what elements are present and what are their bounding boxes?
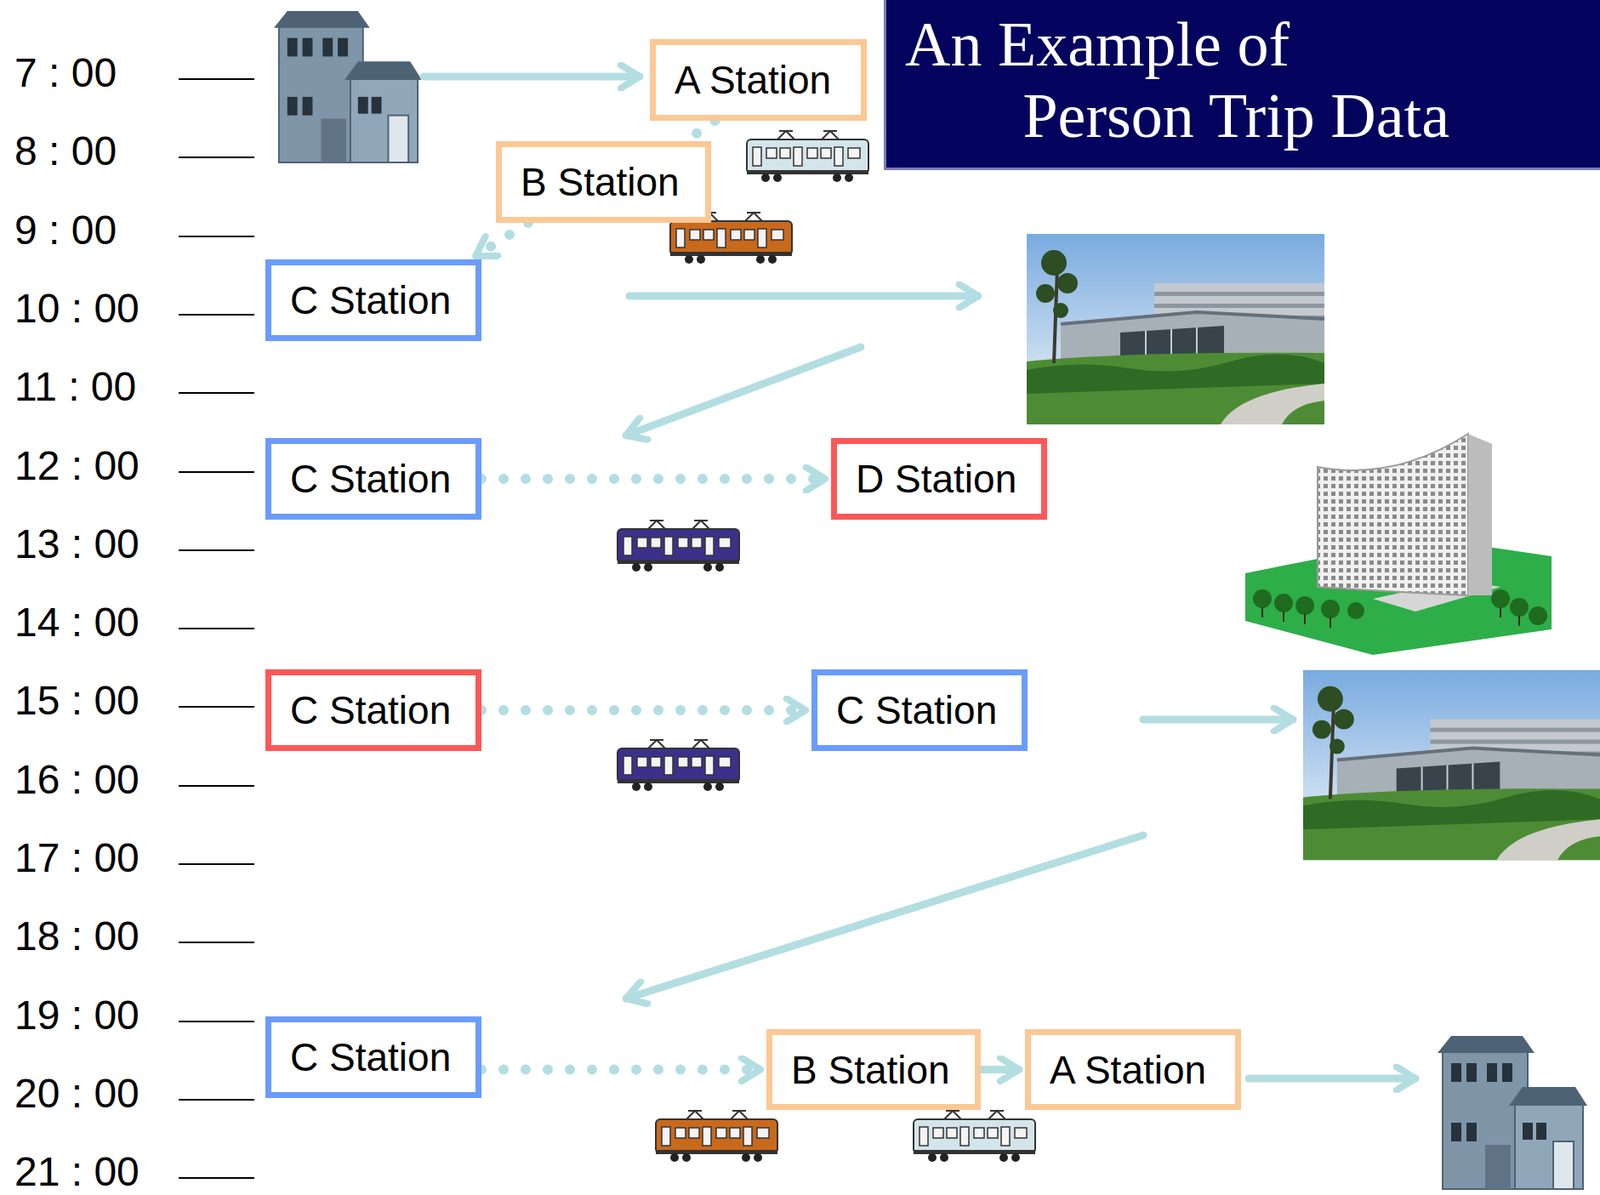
walk-trip-line (980, 1065, 1020, 1074)
station-name: A Station (1049, 1047, 1207, 1094)
rail-trip-line (475, 222, 529, 257)
time-label: 13 : 00 (14, 523, 140, 565)
station-name: B Station (791, 1047, 951, 1094)
office-photo (1303, 670, 1600, 860)
station-box: C Station (265, 438, 482, 520)
station-box: A Station (649, 39, 867, 121)
station-name: C Station (290, 687, 451, 734)
time-label: 11 : 00 (14, 366, 137, 408)
time-label: 19 : 00 (14, 995, 140, 1037)
station-name: C Station (290, 277, 451, 324)
rail-trip-line (481, 705, 806, 716)
time-label: 12 : 00 (14, 445, 140, 487)
trip-connector (980, 1069, 1020, 1071)
house-icon (273, 11, 422, 163)
time-label: 18 : 00 (14, 916, 140, 957)
train-icon (746, 130, 869, 183)
station-box: C Station (265, 1016, 482, 1099)
rail-trip-line (481, 1064, 761, 1076)
time-label: 16 : 00 (14, 759, 140, 801)
time-ticks (178, 79, 255, 1179)
rail-trip-line (685, 120, 716, 142)
train-icon (617, 520, 740, 572)
house-icon (1437, 1036, 1588, 1190)
station-box: B Station (766, 1029, 981, 1111)
train-icon (913, 1110, 1036, 1162)
time-label: 21 : 00 (14, 1151, 140, 1193)
walk-arrows (423, 76, 1416, 1079)
station-box: A Station (1024, 1029, 1242, 1111)
title-text: An Example of Person Trip Data (905, 8, 1450, 152)
station-name: A Station (674, 56, 832, 103)
trip-connector (481, 710, 806, 712)
station-name: B Station (520, 159, 680, 205)
time-label: 14 : 00 (14, 602, 140, 644)
train-icon (655, 1110, 778, 1162)
station-name: C Station (290, 1034, 451, 1081)
station-box: D Station (831, 438, 1048, 520)
station-name: D Station (855, 455, 1017, 502)
time-label: 20 : 00 (14, 1073, 140, 1115)
office-photo (1026, 233, 1325, 425)
time-label: 17 : 00 (14, 837, 140, 879)
train-icon (617, 740, 740, 792)
time-label: 8 : 00 (14, 130, 117, 172)
time-label: 15 : 00 (14, 680, 140, 722)
trip-connector (481, 478, 826, 480)
station-box: B Station (495, 141, 712, 223)
station-name: C Station (290, 455, 451, 502)
time-label: 10 : 00 (14, 288, 140, 330)
time-label: 7 : 00 (14, 52, 117, 94)
station-box: C Station (265, 669, 482, 752)
title-panel: An Example of Person Trip Data (883, 0, 1600, 171)
trip-connector (685, 120, 716, 142)
trip-connector (475, 222, 529, 257)
time-label: 9 : 00 (14, 210, 117, 251)
rail-trip-line (481, 473, 826, 484)
station-box: C Station (265, 259, 482, 342)
station-box: C Station (811, 669, 1028, 752)
hotel-building (1245, 433, 1552, 655)
trip-connector (481, 1069, 761, 1071)
station-name: C Station (836, 687, 997, 734)
